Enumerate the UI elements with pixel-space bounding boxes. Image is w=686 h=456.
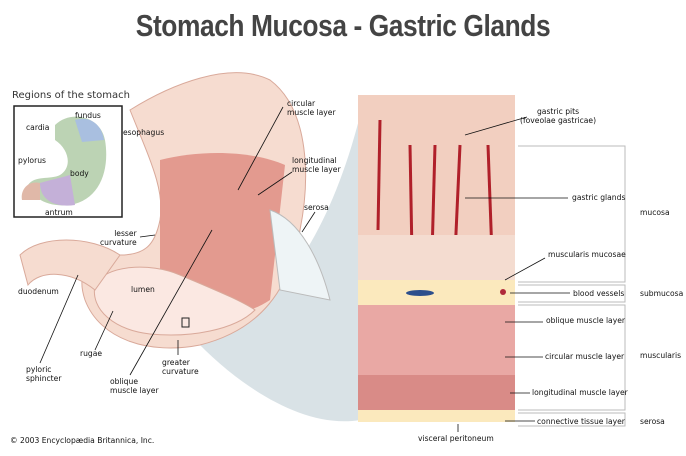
layer-brackets [518,145,626,427]
label-line: oblique [110,377,138,386]
label-oblique-layer: oblique muscle layer [546,316,625,325]
label-line: gastric pits [536,107,580,116]
inset-antrum [40,175,75,206]
label-esophagus: esophagus [123,128,165,137]
label-connective-tissue: connective tissue layer [537,417,625,426]
layer-mucosa: mucosa [640,208,670,217]
label-gastric-glands: gastric glands [572,193,626,202]
duodenum-shape [19,239,121,291]
serosa-block [358,410,515,422]
inset-heading: Regions of the stomach [12,90,130,101]
region-fundus: fundus [75,111,101,120]
page-title: Stomach Mucosa - Gastric Glands [135,8,551,43]
longitudinal-block [358,375,515,410]
magnification-cone [186,95,365,422]
label-rugae: rugae [80,349,103,358]
inset-pylorus [21,182,40,200]
lumen-area [93,266,256,336]
blood-vessel [500,289,506,295]
serosa-shape [269,209,331,301]
label-line: longitudinal [292,156,337,165]
label-circular-layer: circular muscle layer [545,352,625,361]
label-line: muscle layer [292,165,341,174]
label-line: (foveolae gastricae) [520,116,597,125]
magnified-region-marker [181,317,190,328]
label-lumen: lumen [131,285,155,294]
label-line: muscle layer [110,386,159,395]
inset-fundus [75,118,104,142]
label-line: greater [162,358,190,367]
label-line: lesser [114,229,137,238]
label-line: muscle layer [287,108,336,117]
copyright: © 2003 Encyclopædia Britannica, Inc. [10,436,155,445]
label-line: circular [287,99,316,108]
label-duodenum: duodenum [18,287,59,296]
label-longitudinal-layer: longitudinal muscle layer [532,388,628,397]
layer-serosa: serosa [640,417,665,426]
label-line: curvature [162,367,199,376]
muscularis-mucosae-block [358,235,515,280]
oblique-circular-block [358,305,515,375]
label-line: curvature [100,238,137,247]
blood-vessel [406,290,434,296]
layer-muscularis: muscularis [640,351,682,360]
label-visceral-peritoneum: visceral peritoneum [418,434,494,443]
region-body: body [70,169,89,178]
region-cardia: cardia [26,123,50,132]
label-line: pyloric [26,365,52,374]
submucosa-block [358,280,515,305]
layer-submucosa: submucosa [640,289,684,298]
muscle-layer [160,153,285,315]
region-pylorus: pylorus [18,156,46,165]
region-antrum: antrum [45,208,73,217]
label-gastric-pits: gastric pits(foveolae gastricae) [520,107,596,125]
label-line: sphincter [26,374,62,383]
leader-lines [39,106,570,432]
label-blood-vessels: blood vessels [573,289,625,298]
label-muscularis-mucosae: muscularis mucosae [548,250,626,259]
label-serosa: serosa [304,203,329,212]
